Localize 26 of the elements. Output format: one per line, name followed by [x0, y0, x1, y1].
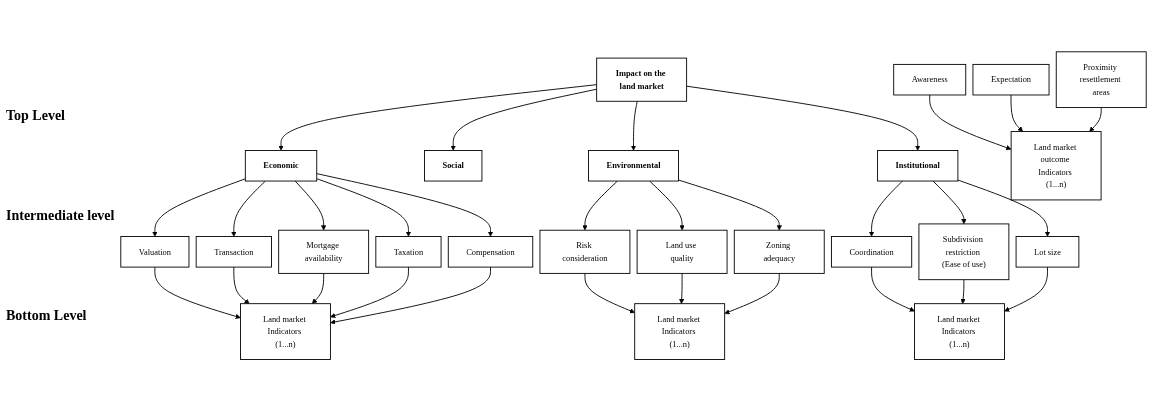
- level-label: Top Level: [6, 108, 66, 124]
- node-box: Compensation: [447, 236, 534, 268]
- level-label: Bottom Level: [6, 308, 88, 324]
- level-label: Intermediate level: [6, 208, 116, 224]
- node-box: Environmental: [588, 150, 679, 182]
- node-box: Institutional: [877, 150, 959, 182]
- node-box: Social: [424, 150, 483, 182]
- node-box: Risk consideration: [539, 230, 631, 275]
- node-box: Expectation: [972, 64, 1050, 96]
- node-box: Land market outcome Indicators (1...n): [1010, 131, 1102, 201]
- node-box: Coordination: [830, 236, 913, 268]
- node-box: Transaction: [195, 236, 272, 268]
- node-box: Land market Indicators (1...n): [634, 303, 726, 361]
- node-box: Impact on the land market: [596, 58, 688, 103]
- node-box: Valuation: [120, 236, 190, 268]
- node-box: Economic: [244, 150, 318, 182]
- node-box: Mortgage availability: [278, 230, 370, 275]
- node-box: Awareness: [893, 64, 967, 96]
- node-box: Land use quality: [636, 230, 728, 275]
- node-box: Proximity resettlement areas: [1055, 51, 1147, 109]
- node-box: Subdivision restriction (Ease of use): [918, 223, 1010, 281]
- node-box: Taxation: [375, 236, 442, 268]
- node-box: Land market Indicators (1...n): [240, 303, 331, 361]
- node-box: Land market Indicators (1...n): [914, 303, 1005, 361]
- node-box: Zoning adequacy: [733, 230, 825, 275]
- node-box: Lot size: [1015, 236, 1080, 268]
